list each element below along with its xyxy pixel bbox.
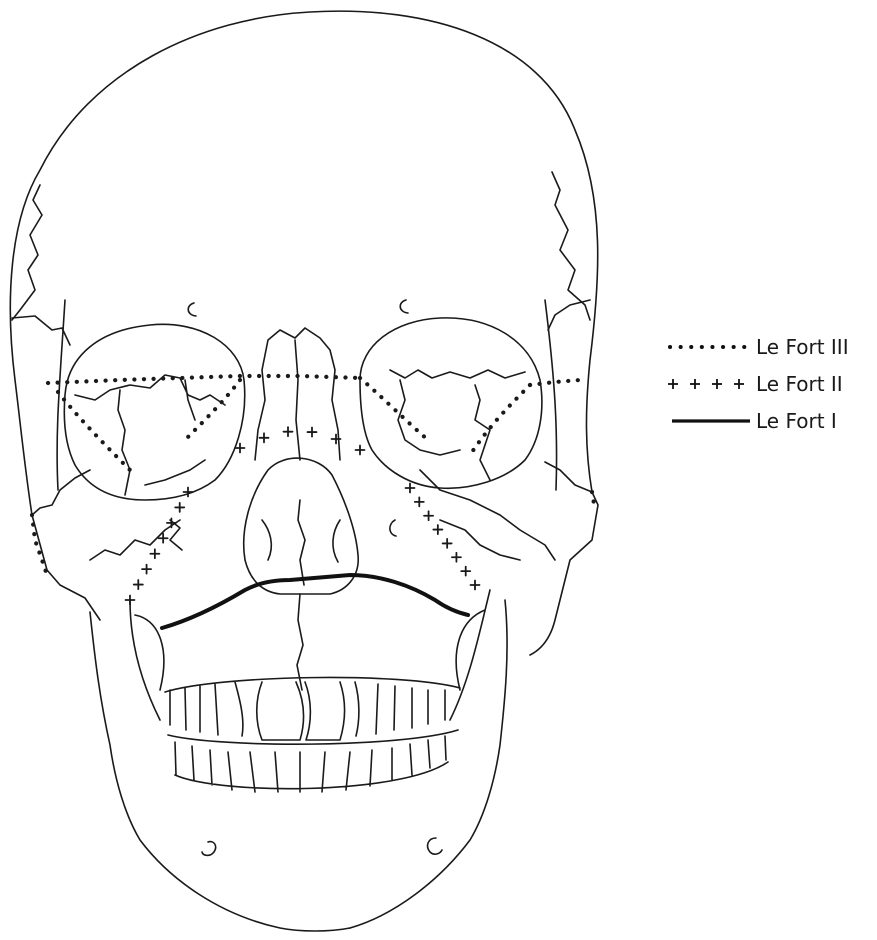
legend-label-le-fort-ii: Le Fort II (756, 372, 843, 396)
nasal-aperture (244, 458, 359, 594)
le-fort-i-line (162, 575, 468, 628)
intermaxillary-suture (297, 594, 303, 690)
legend-label-le-fort-iii: Le Fort III (756, 335, 849, 359)
right-temporal-line (545, 300, 557, 490)
legend-item-le-fort-i: Le Fort I (666, 407, 871, 435)
left-coronoid (130, 600, 164, 720)
legend-item-le-fort-iii: Le Fort III (666, 333, 871, 361)
cranium-outline (10, 11, 598, 655)
right-supraorbital-notch (400, 300, 408, 313)
cross-line-key (666, 377, 752, 391)
left-orbit (64, 324, 244, 500)
nasal-bones (255, 328, 340, 460)
solid-line-key (666, 414, 752, 428)
upper-teeth (165, 677, 460, 740)
legend: Le Fort III Le Fort II Le Fort I (666, 333, 871, 444)
left-mental-foramen (202, 842, 216, 856)
dotted-line-key (666, 340, 752, 354)
le-fort-iii-line (32, 376, 595, 578)
left-sphenoid-suture (12, 316, 70, 345)
teeth (165, 677, 460, 792)
nasal-septum (298, 500, 305, 585)
right-zygoma (420, 462, 592, 560)
legend-item-le-fort-ii: Le Fort II (666, 370, 871, 398)
left-ramus (90, 612, 350, 931)
right-ramus (350, 600, 507, 928)
left-coronal-suture (12, 185, 42, 320)
right-coronal-suture (552, 172, 590, 320)
right-mental-foramen (428, 838, 442, 854)
legend-label-le-fort-i: Le Fort I (756, 409, 837, 433)
right-maxilla-fissure (390, 520, 396, 536)
left-supraorbital-notch (188, 303, 196, 316)
